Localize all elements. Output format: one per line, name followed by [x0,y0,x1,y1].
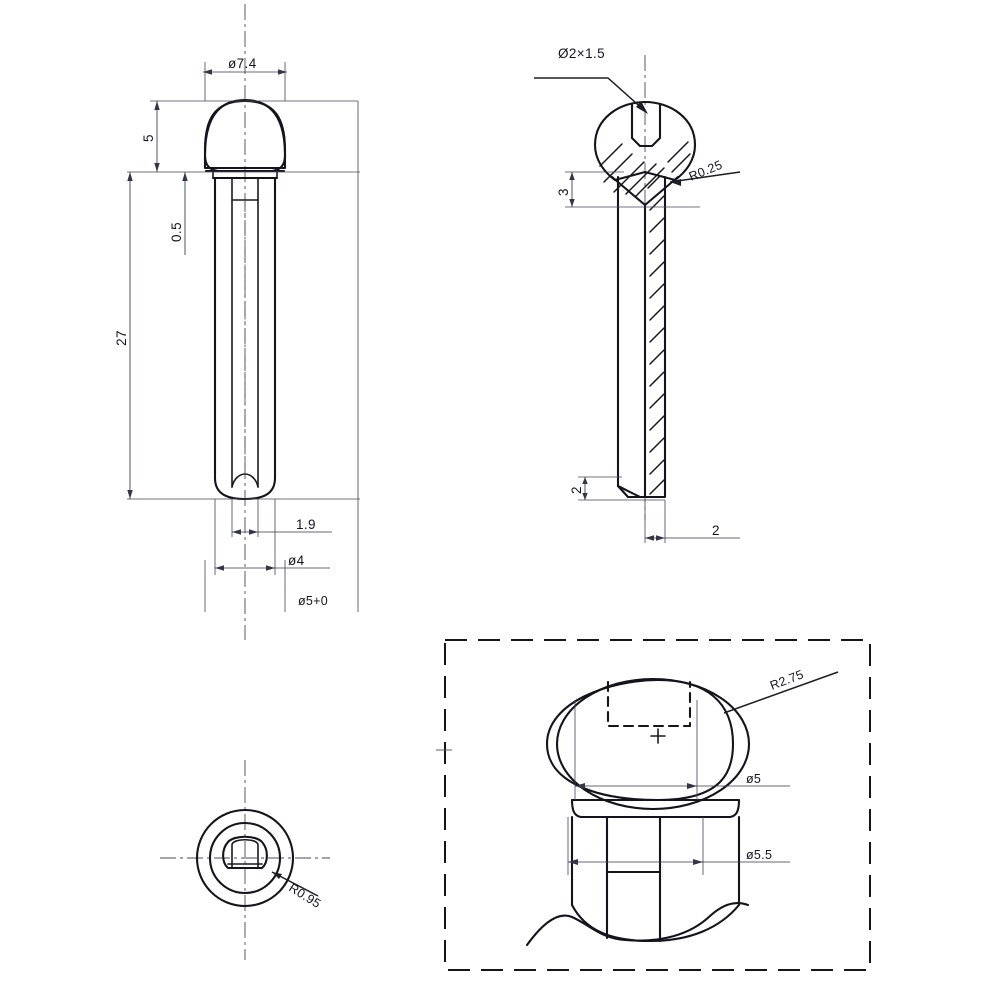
view-detail-enlarged: R2.75 ø5 ø5.5 [436,639,871,971]
arrow-right-o4 [266,565,275,571]
arrow-right-74 [278,69,287,75]
dimension-shaft-diameter: ø4 [214,499,330,575]
leader-line-ball-radius [723,671,839,714]
label-tip-height: 2 [569,486,584,494]
label-fillet: R0.25 [687,158,725,184]
dimension-ball-radius: R2.75 [723,667,839,714]
section-tip-chamfer [616,484,642,499]
arrow-bot-5 [154,163,160,172]
arrow-left-o5d [575,783,585,789]
arrow-right-2h [656,535,665,541]
label-bore-diameter: ø5+0 [298,594,328,608]
dimension-head-diameter: ø7.4 [203,56,287,101]
arrow-radius [272,872,282,879]
dimension-bore-diameter: ø5+0 [204,560,328,612]
view-section: Ø2×1.5 R0.25 3 2 [534,46,741,543]
arrow-top-3 [569,172,575,180]
arrow-top-2v [582,477,588,484]
label-slot: Ø2×1.5 [558,46,605,61]
head-cap-arc [203,98,287,157]
dimension-tip-base: 2 [644,500,740,543]
label-tip-width: 1.9 [296,517,316,532]
arrow-left-74 [203,69,212,75]
dimension-slot: Ø2×1.5 [534,46,648,114]
detail-slot-dashed [606,680,692,728]
detail-frame [444,639,871,971]
label-head-height: 5 [141,134,156,142]
leader-line-fillet [669,171,741,183]
label-tip-base: 2 [712,523,720,538]
section-head-outline [593,100,697,182]
inner-slot-shape [222,835,268,870]
section-hatching [599,141,691,495]
arrow-left-o55 [568,859,578,865]
detail-ball-ellipse [555,677,751,811]
dimension-shank-diameter: ø5.5 [567,817,790,875]
arrow-bot-2v [582,493,588,500]
arrow-left-19 [232,529,241,535]
arrow-fillet [670,179,681,186]
label-neck-height: 3 [556,188,571,196]
detail-center-cross [650,728,666,744]
label-head-diameter: ø7.4 [228,56,257,71]
arrow-right-19 [249,529,258,535]
detail-shank-outline [570,815,741,943]
top-slot-outline [630,102,662,148]
arrow-bot-3 [569,199,575,207]
dimension-neck-diameter: ø5 [574,700,790,800]
label-neck-diameter: ø5 [746,772,761,786]
detail-collar [570,798,741,819]
arrow-top-5 [154,101,160,110]
arrow-left-o4 [215,565,224,571]
dimension-collar: 0.5 [169,172,188,255]
leader-line-slot [534,77,647,113]
dimension-tip-height: 2 [569,476,665,501]
label-shaft-diameter: ø4 [288,553,305,568]
arrow-slot [636,101,648,114]
outer-circle [195,808,295,908]
arrow-right-o55 [693,859,703,865]
label-overall-length: 27 [114,330,129,346]
dimension-head-height: 5 [141,101,160,172]
dimension-overall-length: 27 [114,172,133,499]
detail-break-line [525,902,750,947]
inner-slot-detail [231,838,259,869]
label-corner-radius: R0.95 [286,881,323,911]
dimension-neck-height: 3 [556,171,700,208]
arrow-top-05 [182,172,188,181]
label-shank-diameter: ø5.5 [746,848,772,862]
section-shaft-outline [616,175,667,499]
label-collar: 0.5 [169,222,184,242]
view-front-elevation: ø7.4 5 0.5 27 1.9 [114,4,360,960]
dimension-fillet: R0.25 [669,158,741,186]
mid-circle [208,821,282,895]
arrow-bot-27 [127,490,133,499]
label-ball-radius: R2.75 [768,667,806,693]
arrow-right-o5d [687,783,697,789]
arrow-top-27 [127,172,133,181]
arrow-left-2h [645,535,654,541]
dimension-tip-width: 1.9 [231,499,332,537]
